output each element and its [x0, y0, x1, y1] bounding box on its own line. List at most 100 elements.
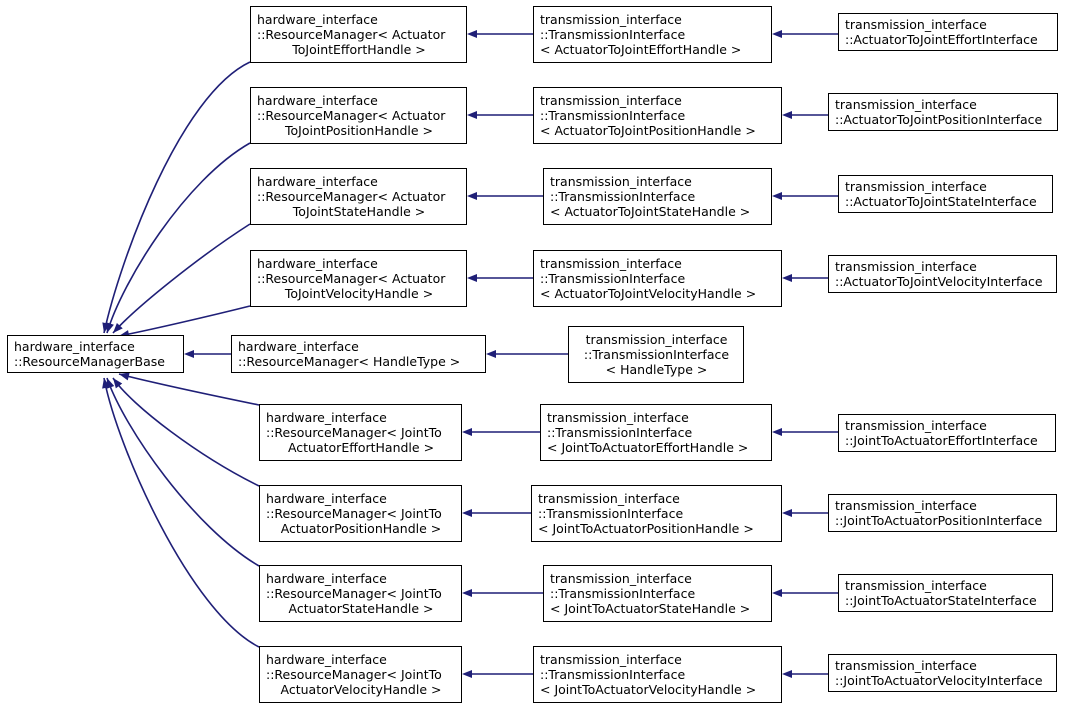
inheritance-edge-curved	[106, 377, 260, 567]
inheritance-arrowhead	[467, 30, 477, 38]
class-node-line: ::TransmissionInterface	[538, 505, 684, 521]
inheritance-arrowhead	[113, 322, 123, 333]
inheritance-edge-curved	[118, 373, 260, 406]
class-node-rm-joint-state[interactable]: hardware_interface::ResourceManager< Joi…	[259, 565, 462, 622]
inheritance-arrowhead	[782, 509, 792, 517]
class-node-ti-actuator-effort[interactable]: transmission_interface::TransmissionInte…	[533, 6, 772, 63]
inheritance-arrowhead	[106, 378, 115, 389]
class-node-line: ::ActuatorToJointPositionInterface	[835, 112, 1043, 127]
class-node-line: ::ActuatorToJointEffortInterface	[845, 32, 1038, 47]
class-node-rm-actuator-position[interactable]: hardware_interface::ResourceManager< Act…	[250, 87, 467, 144]
class-node-line: transmission_interface	[845, 417, 987, 433]
class-node-line: ::JointToActuatorVelocityInterface	[835, 673, 1043, 688]
class-node-line: ToJointVelocityHandle >	[284, 286, 434, 302]
inheritance-arrowhead	[102, 378, 110, 389]
class-node-line: ::ResourceManagerBase	[14, 354, 165, 369]
class-node-ti-joint-effort[interactable]: transmission_interface::TransmissionInte…	[540, 404, 772, 461]
class-node-line: ::ResourceManager< JointTo	[266, 666, 442, 682]
class-node-rm-joint-effort[interactable]: hardware_interface::ResourceManager< Joi…	[259, 404, 462, 461]
class-node-line: transmission_interface	[540, 651, 682, 667]
class-node-rm-handletype[interactable]: hardware_interface::ResourceManager< Han…	[231, 335, 486, 373]
class-node-line: transmission_interface	[540, 92, 682, 108]
class-node-line: ToJointStateHandle >	[292, 204, 426, 220]
class-node-rm-actuator-velocity[interactable]: hardware_interface::ResourceManager< Act…	[250, 250, 467, 307]
class-node-line: ::ActuatorToJointVelocityInterface	[835, 274, 1043, 289]
class-node-ti-joint-velocity[interactable]: transmission_interface::TransmissionInte…	[533, 646, 782, 703]
inheritance-arrowhead	[106, 322, 114, 333]
class-node-ti-actuator-position[interactable]: transmission_interface::TransmissionInte…	[533, 87, 782, 144]
class-node-rm-joint-position[interactable]: hardware_interface::ResourceManager< Joi…	[259, 485, 462, 542]
class-node-ti-joint-position[interactable]: transmission_interface::TransmissionInte…	[531, 485, 782, 542]
class-node-ti-actuator-velocity[interactable]: transmission_interface::TransmissionInte…	[533, 250, 782, 307]
inheritance-edge-curved	[112, 223, 251, 334]
inheritance-arrowhead	[467, 192, 477, 200]
inheritance-arrowhead	[462, 670, 472, 678]
class-node-line: hardware_interface	[257, 92, 378, 108]
class-node-line: ::TransmissionInterface	[540, 26, 686, 42]
inheritance-arrowhead	[782, 274, 792, 282]
class-node-line: ::ResourceManager< Actuator	[257, 26, 446, 42]
class-node-line: ::ActuatorToJointStateInterface	[845, 194, 1037, 209]
class-node-if-actuator-effort[interactable]: transmission_interface::ActuatorToJointE…	[838, 13, 1058, 51]
class-node-line: hardware_interface	[257, 173, 378, 189]
inheritance-arrowhead	[486, 350, 496, 358]
class-node-line: ActuatorEffortHandle >	[287, 440, 435, 456]
class-node-line: transmission_interface	[835, 96, 977, 112]
inheritance-arrowhead	[467, 111, 477, 119]
inheritance-edge-curved	[118, 305, 251, 337]
class-node-line: ::TransmissionInterface	[540, 270, 686, 286]
class-node-line: hardware_interface	[266, 651, 387, 667]
class-node-line: transmission_interface	[585, 331, 728, 347]
class-node-line: ::ResourceManager< JointTo	[266, 585, 442, 601]
class-node-line: hardware_interface	[257, 255, 378, 271]
class-node-line: ::TransmissionInterface	[547, 424, 693, 440]
class-node-line: hardware_interface	[238, 338, 359, 354]
class-node-line: transmission_interface	[845, 178, 987, 194]
class-node-line: < ActuatorToJointStateHandle >	[550, 204, 751, 220]
class-node-line: ::JointToActuatorEffortInterface	[845, 433, 1038, 448]
inheritance-arrowhead	[772, 192, 782, 200]
inheritance-edge-curved	[112, 377, 260, 487]
class-node-line: transmission_interface	[845, 16, 987, 32]
class-node-if-joint-state[interactable]: transmission_interface::JointToActuatorS…	[838, 574, 1053, 612]
inheritance-arrowhead	[113, 378, 123, 389]
class-node-rm-actuator-state[interactable]: hardware_interface::ResourceManager< Act…	[250, 168, 467, 225]
inheritance-arrowhead	[782, 670, 792, 678]
class-node-line: < JointToActuatorPositionHandle >	[538, 521, 754, 537]
class-node-ti-joint-state[interactable]: transmission_interface::TransmissionInte…	[543, 565, 772, 622]
class-node-ti-actuator-state[interactable]: transmission_interface::TransmissionInte…	[543, 168, 772, 225]
class-node-line: ::TransmissionInterface	[583, 346, 730, 362]
class-node-rm-joint-velocity[interactable]: hardware_interface::ResourceManager< Joi…	[259, 646, 462, 703]
class-node-line: transmission_interface	[540, 255, 682, 271]
class-node-line: ::ResourceManager< Actuator	[257, 270, 446, 286]
class-node-if-joint-velocity[interactable]: transmission_interface::JointToActuatorV…	[828, 654, 1057, 692]
inheritance-edge-curved	[103, 61, 251, 334]
class-node-line: ActuatorStateHandle >	[288, 601, 434, 617]
class-node-line: transmission_interface	[547, 409, 689, 425]
class-node-line: transmission_interface	[550, 173, 692, 189]
inheritance-arrowhead	[462, 509, 472, 517]
class-node-if-joint-position[interactable]: transmission_interface::JointToActuatorP…	[828, 494, 1057, 532]
inheritance-arrowhead	[772, 428, 782, 436]
class-node-if-actuator-velocity[interactable]: transmission_interface::ActuatorToJointV…	[828, 255, 1057, 293]
inheritance-arrowhead	[772, 30, 782, 38]
class-node-line: ::TransmissionInterface	[550, 188, 696, 204]
class-node-line: transmission_interface	[845, 577, 987, 593]
class-node-line: transmission_interface	[538, 490, 680, 506]
class-node-base[interactable]: hardware_interface::ResourceManagerBase	[7, 335, 184, 373]
inheritance-arrowhead	[102, 322, 111, 333]
class-node-line: ::TransmissionInterface	[550, 585, 696, 601]
class-node-if-joint-effort[interactable]: transmission_interface::JointToActuatorE…	[838, 414, 1056, 452]
class-node-if-actuator-position[interactable]: transmission_interface::ActuatorToJointP…	[828, 93, 1058, 131]
inheritance-arrowhead	[772, 589, 782, 597]
class-node-line: < ActuatorToJointVelocityHandle >	[540, 286, 757, 302]
class-node-if-actuator-state[interactable]: transmission_interface::ActuatorToJointS…	[838, 175, 1053, 213]
class-node-line: ::JointToActuatorStateInterface	[845, 593, 1037, 608]
class-node-line: < JointToActuatorStateHandle >	[550, 601, 751, 617]
class-node-rm-actuator-effort[interactable]: hardware_interface::ResourceManager< Act…	[250, 6, 467, 63]
class-node-line: ::JointToActuatorPositionInterface	[835, 513, 1043, 528]
inheritance-arrowhead	[462, 428, 472, 436]
class-node-ti-handletype[interactable]: transmission_interface::TransmissionInte…	[568, 326, 744, 383]
class-node-line: ::ResourceManager< Actuator	[257, 107, 446, 123]
